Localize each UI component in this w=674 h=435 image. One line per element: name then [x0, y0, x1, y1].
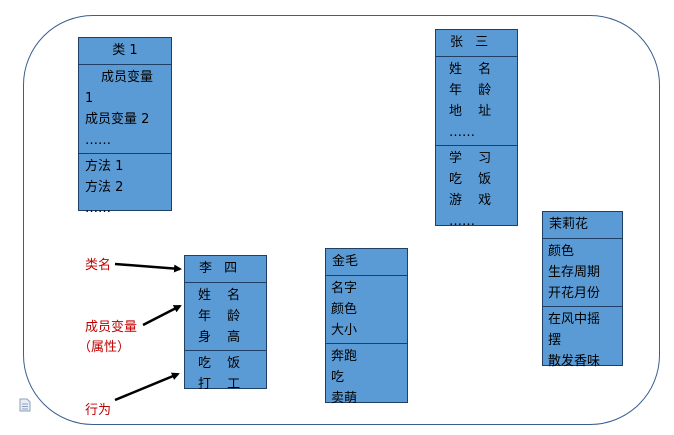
member-var-label: 成员变量 — [85, 320, 138, 335]
behavior-label: 行为 — [85, 403, 112, 418]
attribute-line: 颜色 — [331, 302, 358, 317]
behavior-line: 吃 — [331, 370, 345, 385]
lisi-attributes: 姓 名 年 龄 身 高 — [185, 282, 266, 350]
member-var-line: 1 — [85, 91, 94, 106]
attribute-line: 年 龄 — [198, 309, 247, 324]
behavior-arrow — [114, 372, 180, 402]
behavior-line: 游 戏 — [449, 193, 498, 208]
behavior-line: 摆 — [548, 333, 562, 348]
class-title: 类 1 — [112, 43, 138, 58]
lisi-behaviors: 吃 饭 打 工 — [185, 350, 266, 397]
behavior-line: 打 工 — [198, 377, 247, 392]
class-member-vars: 成员变量 1 成员变量 2 …… — [79, 64, 171, 153]
zhangsan-object-box: 张 三 姓 名 年 龄 地 址 …… 学 习 吃 饭 游 戏 …… — [435, 29, 518, 229]
behavior-line: 奔跑 — [331, 349, 358, 364]
method-line: …… — [85, 201, 111, 216]
rounded-frame — [23, 15, 660, 425]
behavior-line: 在风中摇 — [548, 312, 601, 327]
class-name-label: 类名 — [85, 258, 112, 273]
attribute-line: 大小 — [331, 323, 358, 338]
class-template-box: 类 1 成员变量 1 成员变量 2 …… 方法 1 方法 2 …… — [78, 37, 172, 216]
dog-title: 金毛 — [332, 254, 359, 269]
attribute-line: 颜色 — [548, 244, 575, 259]
class-name-arrow — [114, 262, 182, 273]
attribute-line: 年 龄 — [449, 83, 498, 98]
behavior-line: 吃 饭 — [449, 172, 498, 187]
flower-attributes: 颜色 生存周期 开花月份 — [543, 238, 622, 306]
method-line: 方法 2 — [85, 180, 124, 195]
behavior-line: 散发香味 — [548, 354, 601, 369]
member-var-line: 成员变量 2 — [85, 112, 150, 127]
class-methods: 方法 1 方法 2 …… — [79, 153, 171, 221]
zhangsan-behaviors: 学 习 吃 饭 游 戏 …… — [436, 145, 517, 234]
behavior-line: …… — [449, 214, 475, 229]
member-var-arrow — [142, 304, 182, 327]
method-line: 方法 1 — [85, 159, 124, 174]
attribute-line: 地 址 — [449, 104, 498, 119]
attribute-line: …… — [449, 125, 475, 140]
member-var-note-label: （属性） — [78, 340, 131, 355]
dog-behaviors: 奔跑 吃 卖萌 — [326, 343, 407, 411]
lisi-object-box: 李 四 姓 名 年 龄 身 高 吃 饭 打 工 — [184, 255, 267, 392]
behavior-line: 吃 饭 — [198, 356, 247, 371]
flower-title: 茉莉花 — [549, 217, 589, 232]
behavior-line: 卖萌 — [331, 391, 358, 406]
attribute-line: 姓 名 — [198, 288, 247, 303]
lisi-title: 李 四 — [199, 261, 242, 276]
behavior-line: 学 习 — [449, 151, 498, 166]
dog-object-box: 金毛 名字 颜色 大小 奔跑 吃 卖萌 — [325, 248, 408, 406]
attribute-line: 名字 — [331, 281, 358, 296]
attribute-line: 开花月份 — [548, 286, 601, 301]
flower-behaviors: 在风中摇 摆 散发香味 — [543, 306, 622, 374]
member-var-line: 成员变量 — [101, 70, 154, 85]
flower-object-box: 茉莉花 颜色 生存周期 开花月份 在风中摇 摆 散发香味 — [542, 211, 623, 369]
attribute-line: 身 高 — [198, 330, 247, 345]
attribute-line: 姓 名 — [449, 62, 498, 77]
zhangsan-title: 张 三 — [450, 35, 493, 50]
dog-attributes: 名字 颜色 大小 — [326, 275, 407, 343]
zhangsan-attributes: 姓 名 年 龄 地 址 …… — [436, 56, 517, 145]
member-var-line: …… — [85, 133, 111, 148]
document-icon — [19, 398, 31, 412]
attribute-line: 生存周期 — [548, 265, 601, 280]
